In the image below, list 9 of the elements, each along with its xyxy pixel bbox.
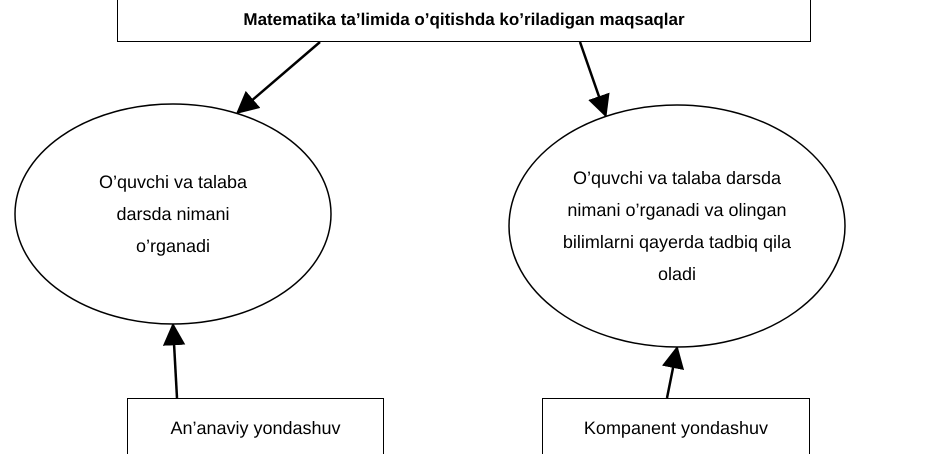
ellipse-text: O’quvchi va talaba darsda nimani o’rganadi [98, 171, 248, 258]
arrow [662, 346, 684, 398]
arrow [236, 41, 321, 114]
approach-box: Kompanent yondashuv [542, 398, 810, 454]
arrow [162, 322, 186, 398]
ellipse-text: O’quvchi va talaba darsda nimani o’rganadi va olingan bilimlarni qayerda tadbiq qila oladi [562, 167, 792, 286]
approach-box: An’anaviy yondashuv [127, 398, 384, 454]
title-box: Matematika ta’limida o’qitishda ko’riladigan maqsaqlar [117, 0, 811, 42]
arrow [578, 42, 610, 118]
